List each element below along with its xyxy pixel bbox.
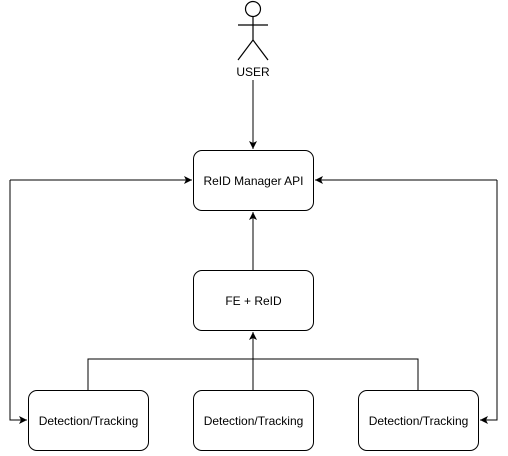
reid-manager-api-node[interactable]: ReID Manager API — [193, 150, 314, 211]
reid-manager-api-label: ReID Manager API — [203, 173, 304, 188]
detection-tracking-label-2: Detection/Tracking — [203, 413, 304, 428]
detection-tracking-label-3: Detection/Tracking — [368, 413, 469, 428]
edge-api-to-detector-right — [480, 180, 498, 424]
detection-tracking-node-1[interactable]: Detection/Tracking — [28, 390, 149, 451]
fe-reid-node[interactable]: FE + ReID — [193, 270, 314, 331]
edge-api-to-detector-left — [9, 180, 27, 424]
user-actor-icon — [237, 0, 269, 61]
fe-reid-label: FE + ReID — [225, 293, 282, 308]
user-label: USER — [236, 65, 270, 79]
detection-tracking-label-1: Detection/Tracking — [38, 413, 139, 428]
edge-detectors-to-fe — [87, 332, 419, 390]
detection-tracking-node-3[interactable]: Detection/Tracking — [358, 390, 479, 451]
detection-tracking-node-2[interactable]: Detection/Tracking — [193, 390, 314, 451]
